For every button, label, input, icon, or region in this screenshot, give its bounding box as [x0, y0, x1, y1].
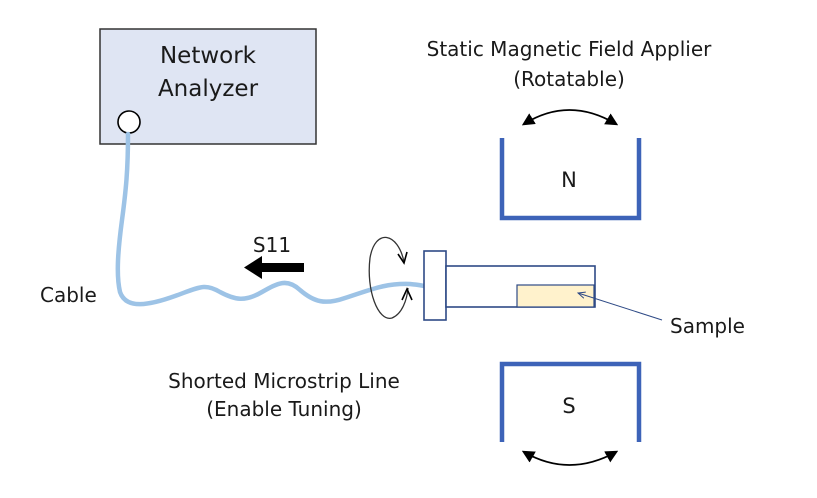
network-analyzer-label-line2: Analyzer — [158, 76, 259, 102]
south-pole-bracket — [499, 361, 642, 442]
rotation-indicator — [368, 236, 413, 319]
south-pole-label: S — [562, 394, 575, 418]
north-pole-label: N — [561, 168, 577, 192]
microstrip-label-line2: (Enable Tuning) — [206, 397, 362, 421]
network-analyzer: Network Analyzer — [99, 28, 317, 145]
cable-line — [115, 131, 431, 307]
magnet-rotation-arrow-top — [521, 109, 619, 126]
north-pole-bracket — [499, 138, 642, 221]
cable-label: Cable — [40, 283, 97, 307]
south-pole-magnet: S — [499, 361, 642, 442]
analyzer-port — [117, 110, 141, 134]
microstrip-line — [423, 250, 596, 321]
s11-arrow — [244, 256, 304, 279]
network-analyzer-label-line1: Network — [160, 43, 257, 69]
magnet-title-line2: (Rotatable) — [513, 67, 625, 91]
north-pole-magnet: N — [499, 138, 642, 221]
magnet-title-line1: Static Magnetic Field Applier — [427, 37, 712, 61]
microstrip-label-line1: Shorted Microstrip Line — [168, 369, 400, 393]
rotation-arrowhead-bottom — [401, 287, 413, 301]
microstrip-connector — [423, 250, 447, 321]
sample-label: Sample — [670, 314, 745, 338]
s11-label: S11 — [253, 233, 291, 257]
rotation-arrowhead-top — [397, 251, 408, 265]
sample-pointer — [578, 293, 663, 321]
sample-block — [516, 284, 595, 308]
magnet-rotation-arrow-bottom — [521, 450, 619, 466]
